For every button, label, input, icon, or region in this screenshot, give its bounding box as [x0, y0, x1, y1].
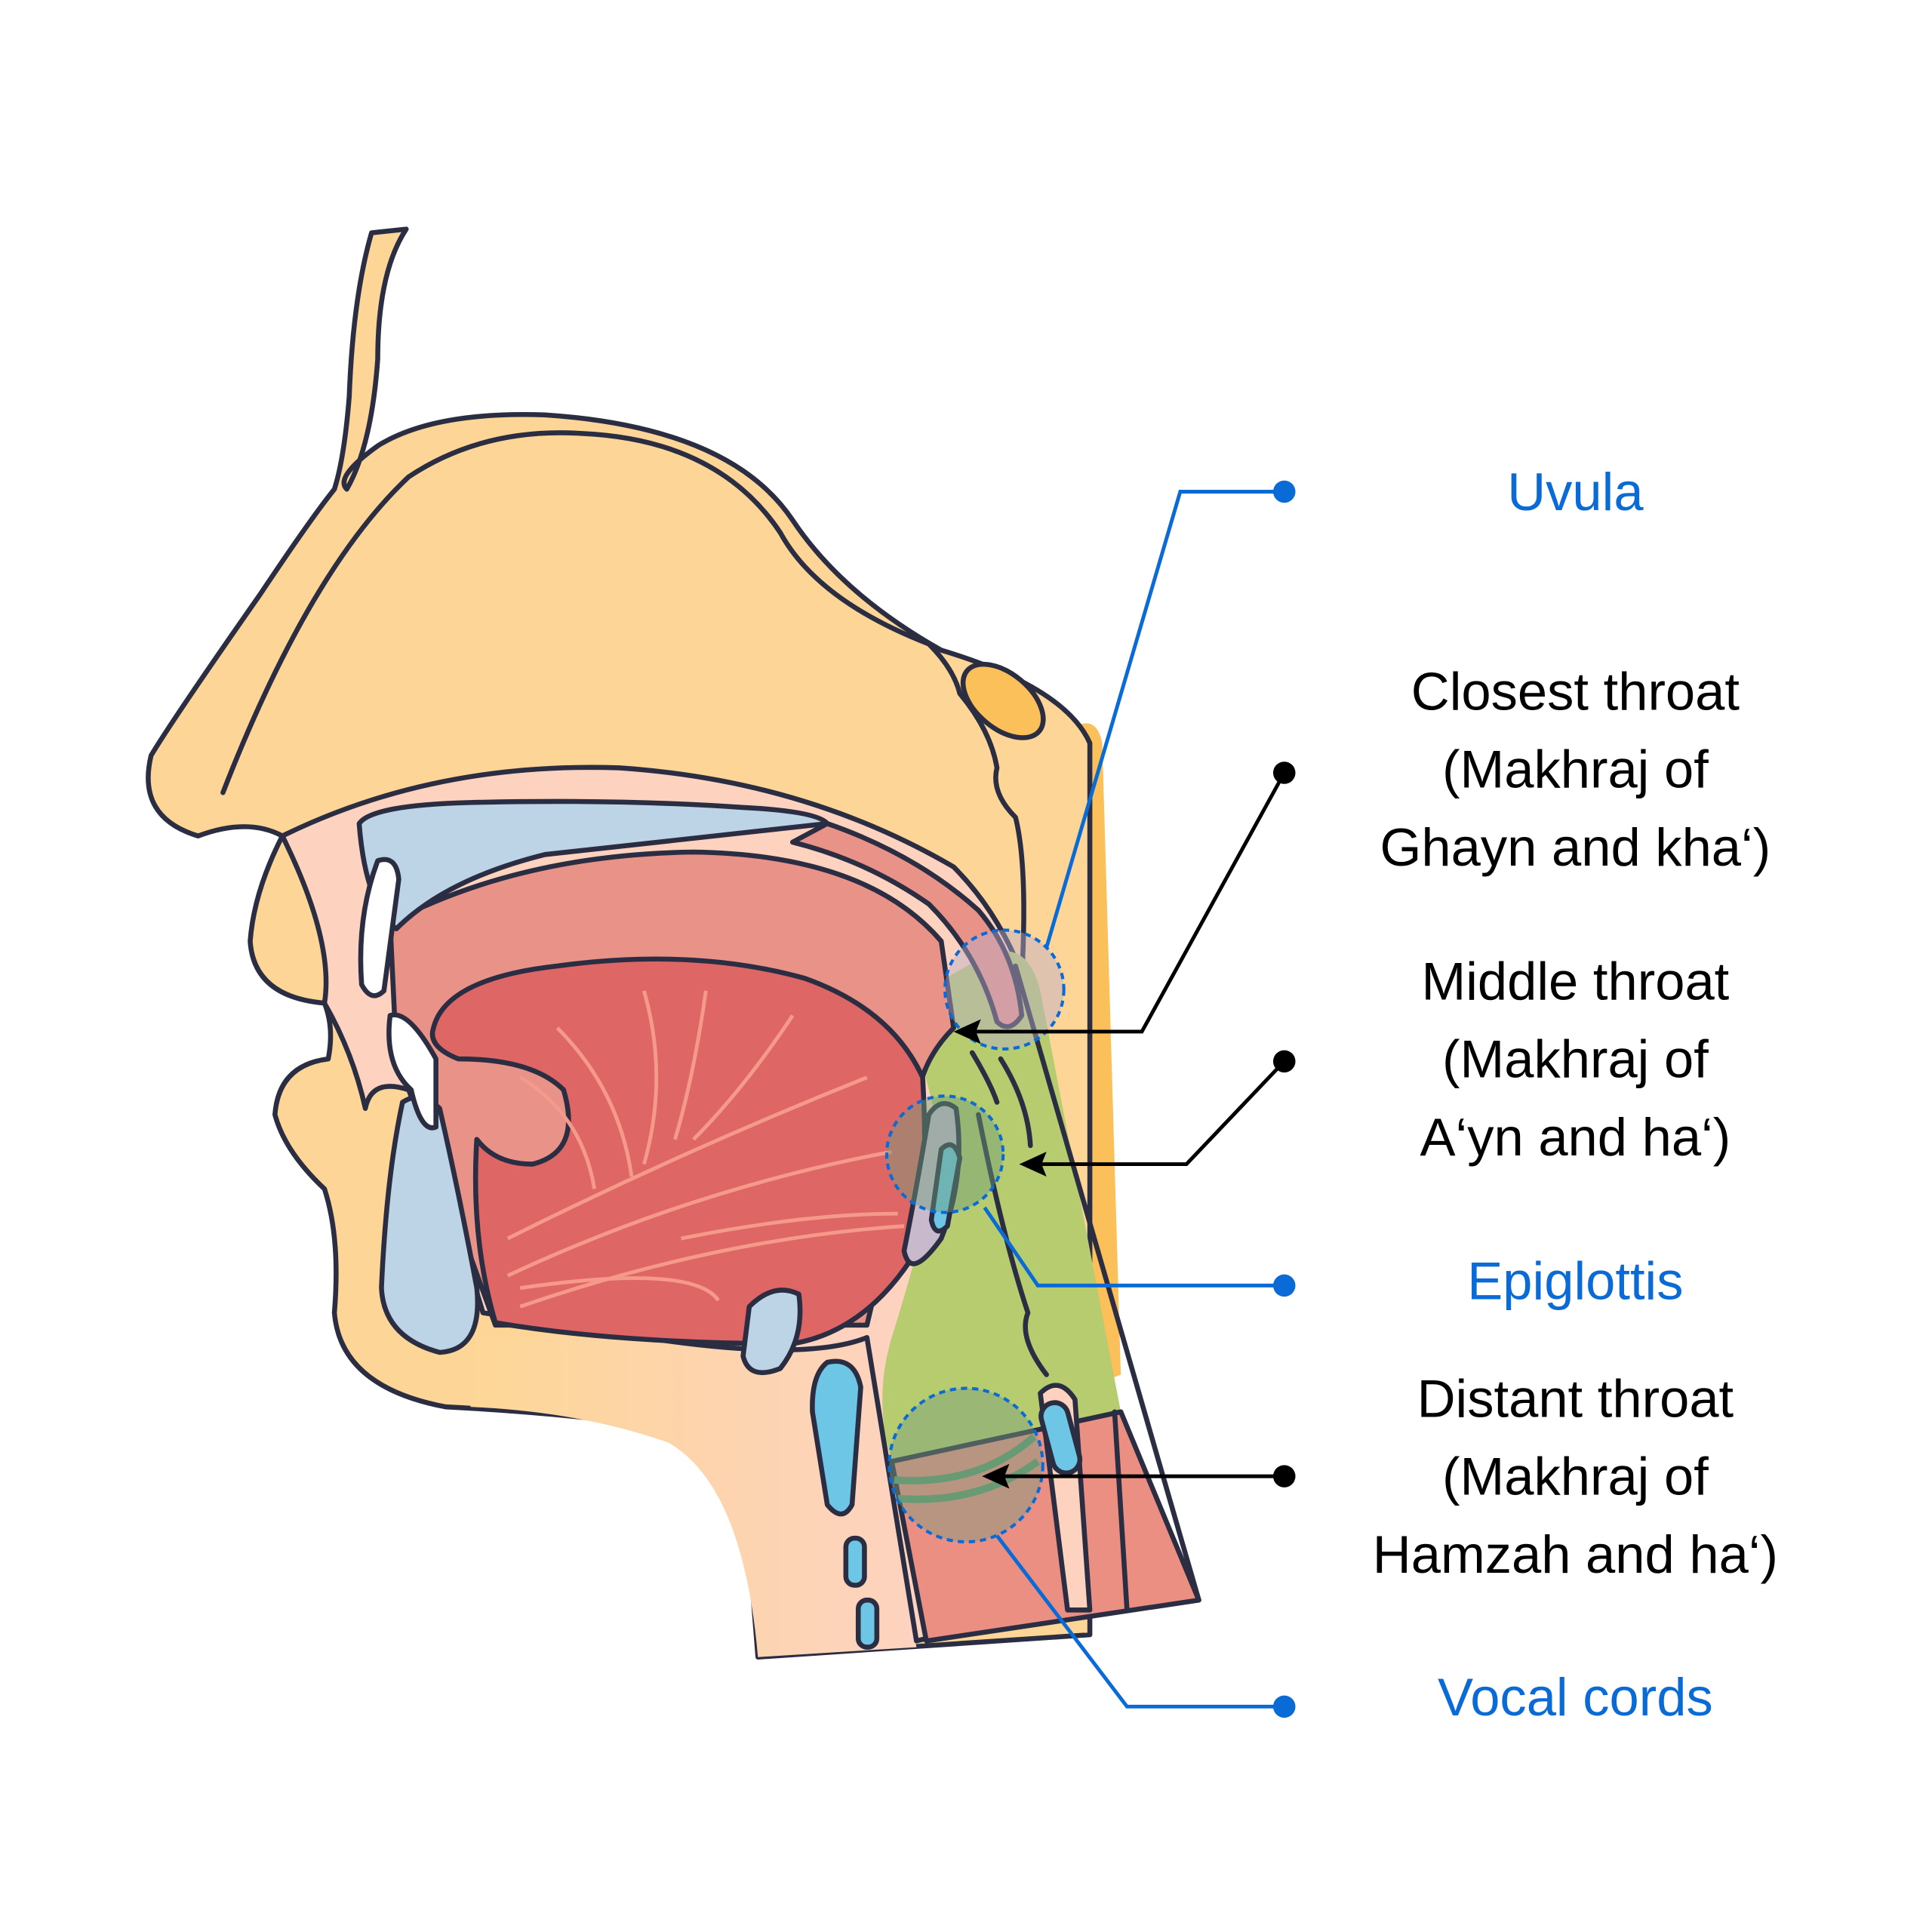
thyroid-cartilage	[810, 1358, 863, 1517]
vocal-cords-leader	[995, 1534, 1284, 1709]
highlight-circles	[884, 928, 1066, 1544]
label-distant-throat: Distant throat (Makhraj of Hamzah and ha…	[1373, 1368, 1778, 1584]
label-line: (Makhraj of	[1442, 1447, 1709, 1506]
tongue-fibers	[506, 990, 905, 1309]
middle-throat-leader	[1038, 1060, 1286, 1167]
hyoid-bone	[740, 1287, 803, 1376]
epiglottis-leader	[983, 1206, 1284, 1287]
uvula-leader	[1044, 490, 1284, 949]
label-uvula: Uvula	[1507, 462, 1644, 521]
arrow-icon	[953, 1019, 981, 1044]
label-vocal-cords: Vocal cords	[1438, 1667, 1713, 1727]
label-line: Closest throat	[1411, 661, 1740, 721]
hard-palate	[356, 798, 830, 932]
middle-dot	[1272, 1050, 1296, 1073]
trachea-ring	[1038, 1400, 1083, 1476]
neck-skin	[470, 1337, 917, 1657]
trachea-ring	[855, 1597, 880, 1650]
upper-tooth	[358, 857, 401, 998]
leader-lines	[972, 490, 1286, 1709]
uvula-circle	[943, 928, 1066, 1051]
label-middle-throat: Middle throat (Makhraj of A‘yn and ha‘)	[1420, 951, 1730, 1167]
uvula-dot	[1272, 480, 1296, 503]
epiglottis-dot	[1272, 1274, 1296, 1297]
sinus	[960, 661, 1046, 740]
label-closest-throat: Closest throat (Makhraj of Ghayn and kha…	[1380, 661, 1771, 877]
label-line: Ghayn and kha‘)	[1380, 817, 1771, 877]
label-line: Distant throat	[1417, 1368, 1734, 1428]
arrowheads	[953, 1019, 1047, 1489]
head-illustration	[146, 226, 1201, 1660]
leader-dots	[1272, 480, 1296, 1718]
trachea-ring	[843, 1535, 867, 1588]
distant-throat-circle	[888, 1386, 1044, 1544]
jaw-bone	[379, 1094, 480, 1355]
lower-tooth	[386, 1012, 438, 1131]
arrow-icon	[1019, 1152, 1047, 1177]
distant-dot	[1272, 1465, 1296, 1487]
label-epiglottis: Epiglottis	[1467, 1251, 1683, 1310]
label-line: (Makhraj of	[1442, 1029, 1709, 1089]
label-line: A‘yn and ha‘)	[1420, 1107, 1730, 1167]
label-line: (Makhraj of	[1442, 740, 1709, 799]
soft-palate	[789, 821, 1025, 1029]
throat-wall	[969, 963, 1201, 1613]
label-line: Middle throat	[1421, 951, 1729, 1011]
closest-dot	[1272, 761, 1296, 784]
skull-line	[220, 430, 1026, 981]
vocal-dot	[1272, 1695, 1296, 1718]
arrow-icon	[982, 1463, 1010, 1489]
label-line: Hamzah and ha‘)	[1373, 1524, 1778, 1584]
middle-throat-circle	[884, 1094, 1005, 1214]
epiglottis-blue	[928, 1142, 963, 1234]
vocal-fold-lines	[894, 1433, 1041, 1503]
closest-throat-leader	[972, 771, 1286, 1034]
